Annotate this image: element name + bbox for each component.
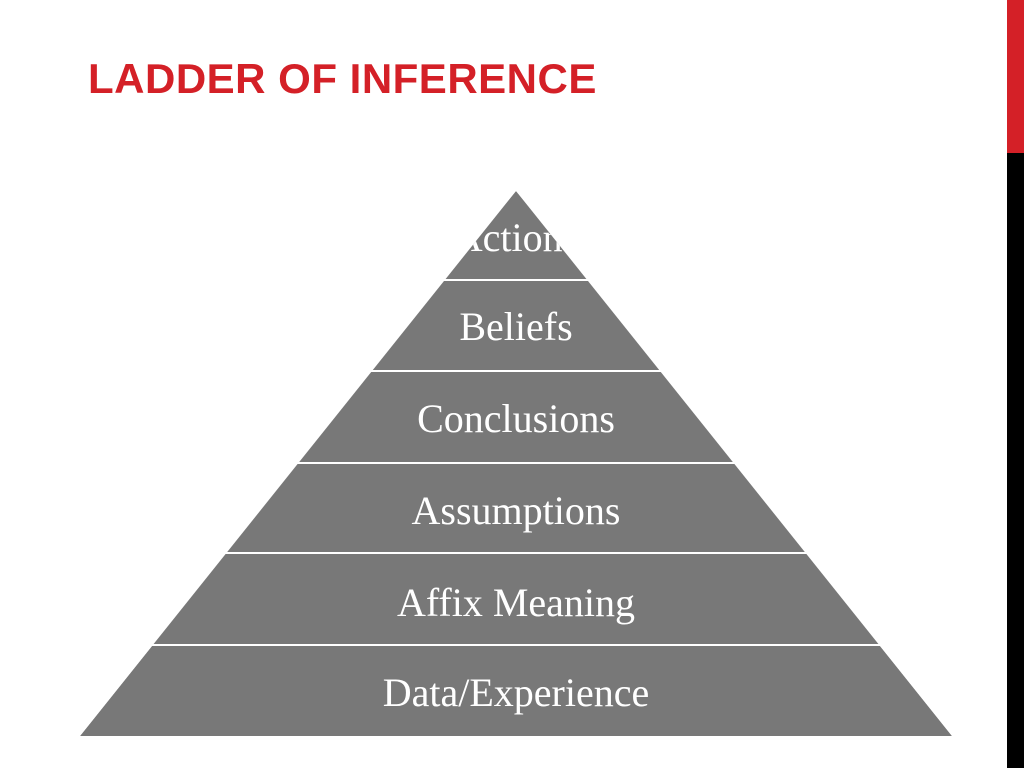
level-label-actions: Actions <box>454 215 578 260</box>
pyramid-level-assumptions: Assumptions <box>224 464 808 552</box>
pyramid-level-actions: Actions <box>443 191 589 279</box>
pyramid-level-affix-meaning: Affix Meaning <box>152 554 880 644</box>
right-edge-bar <box>1007 0 1024 768</box>
pyramid-levels: Actions Beliefs Conclusions Assumptions … <box>80 191 952 736</box>
right-edge-accent <box>1007 0 1024 153</box>
pyramid-level-data-experience: Data/Experience <box>80 646 952 736</box>
pyramid-level-beliefs: Beliefs <box>370 281 662 370</box>
slide-title: LADDER OF INFERENCE <box>88 55 597 102</box>
level-label-data-experience: Data/Experience <box>383 670 650 715</box>
level-label-beliefs: Beliefs <box>459 304 572 349</box>
level-label-affix-meaning: Affix Meaning <box>397 580 635 625</box>
pyramid-level-conclusions: Conclusions <box>297 372 735 462</box>
level-label-conclusions: Conclusions <box>417 396 615 441</box>
level-label-assumptions: Assumptions <box>412 488 621 533</box>
